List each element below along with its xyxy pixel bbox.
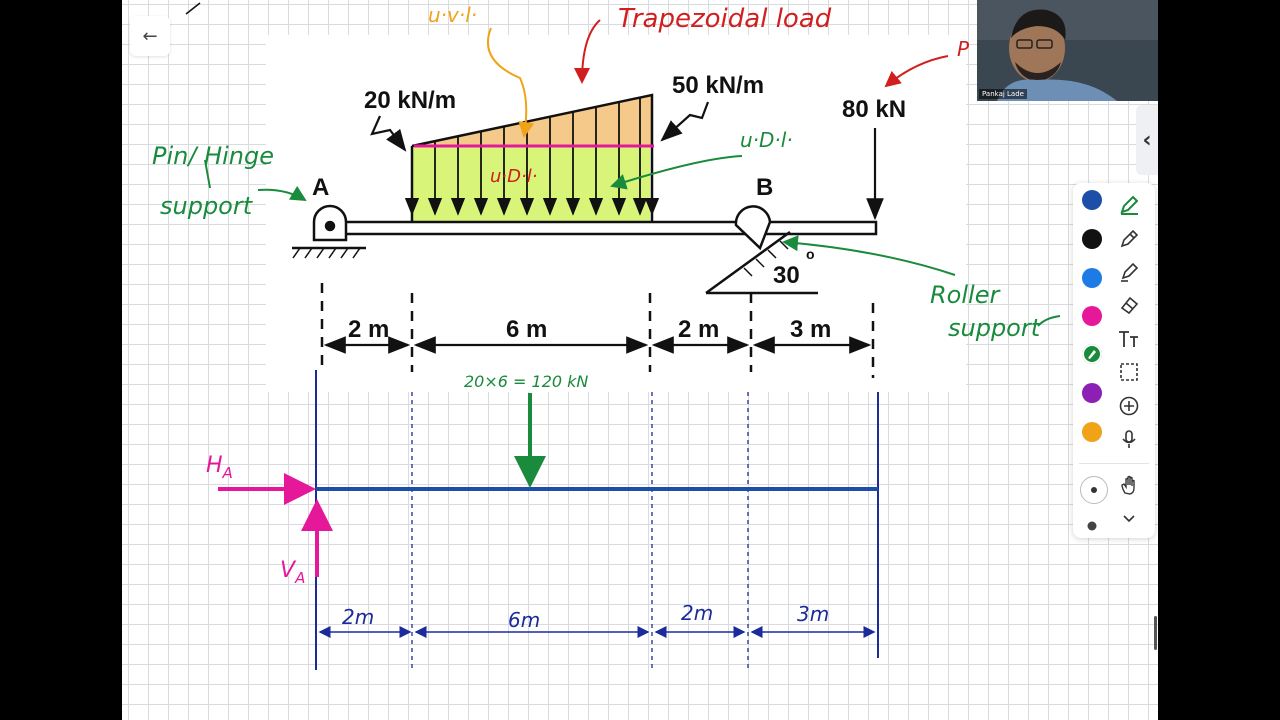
toolbar-collapse-tab[interactable]: ‹ [1136,105,1158,175]
chevron-down-icon[interactable] [1117,507,1141,531]
divider [1079,463,1149,464]
trapezoidal-label: Trapezoidal load [618,4,832,34]
webcam-name: Pankaj Lade [979,89,1027,99]
point-b-label: B [756,174,773,201]
pointer-dot-small-icon[interactable] [1081,515,1103,537]
load-left-label: 20 kN/m [364,87,456,114]
pin-line2: support [160,192,254,220]
udl-block [412,146,650,232]
color-swatch-green-selected[interactable] [1082,344,1102,364]
degree-mark: o [806,246,815,262]
load-arrows [404,95,660,216]
eraser-icon[interactable] [1117,293,1141,317]
pointer-dot-icon[interactable] [1080,476,1108,504]
scrollbar[interactable] [1154,616,1157,650]
ha-label: HA [206,453,233,482]
color-swatch-magenta[interactable] [1082,306,1102,326]
point-a-label: A [312,174,329,201]
free-body-diagram: 20×6 = 120 kN HA VA 2m 6m 2m 3m [206,370,879,670]
text-icon[interactable] [1117,327,1141,351]
fbd-span-2: 6m [508,608,540,632]
fig-span-1: 2 m [348,316,389,343]
webcam-feed: Pankaj Lade [977,0,1158,101]
mic-icon[interactable] [1117,427,1141,451]
fig-span-4: 3 m [790,316,831,343]
presenter-avatar [977,0,1158,101]
pin-support [292,204,366,259]
resultant-label: 20×6 = 120 kN [464,372,588,391]
color-swatch-blue[interactable] [1082,268,1102,288]
back-arrow-icon: ← [142,25,158,47]
fbd-span-1: 2m [342,605,374,629]
pin-line1: Pin/ Hinge [152,142,274,170]
beam [318,220,878,236]
uvl-label: u·v·l· [428,3,477,27]
udl-red-label: u·D·l· [490,166,537,187]
hand-icon[interactable] [1117,473,1141,497]
color-swatch-dark-blue[interactable] [1082,190,1102,210]
point-load-label: 80 kN [842,96,906,123]
color-swatch-purple[interactable] [1082,383,1102,403]
fig-span-3: 2 m [678,316,719,343]
color-swatch-black[interactable] [1082,229,1102,249]
fbd-span-3: 2m [681,601,713,625]
color-swatch-orange[interactable] [1082,422,1102,442]
angle-label: 30 [773,262,800,289]
udl-green-label: u·D·l· [740,128,793,152]
fbd-span-4: 3m [797,602,829,626]
pencil-icon[interactable] [1117,227,1141,251]
fig-span-2: 6 m [506,316,547,343]
va-label: VA [280,558,305,587]
lasso-icon[interactable] [1117,360,1141,384]
roller-line1: Roller [930,281,1001,309]
roller-line2: support [948,314,1042,342]
chevron-left-icon: ‹ [1142,127,1152,153]
highlighter-icon[interactable] [1117,260,1141,284]
pen-toolbar [1073,183,1155,538]
annotations: Trapezoidal load u·v·l· u·D·l· u·D·l· Pi… [152,2,1061,342]
back-button[interactable]: ← [130,16,170,56]
corner-mark: P [957,37,970,61]
problem-figure: 20 kN/m 50 kN/m 80 kN A B 30 o 2 m 6 m 2… [266,35,966,392]
load-right-label: 50 kN/m [672,72,764,99]
pen-icon[interactable] [1117,193,1141,217]
add-icon[interactable] [1117,394,1141,418]
